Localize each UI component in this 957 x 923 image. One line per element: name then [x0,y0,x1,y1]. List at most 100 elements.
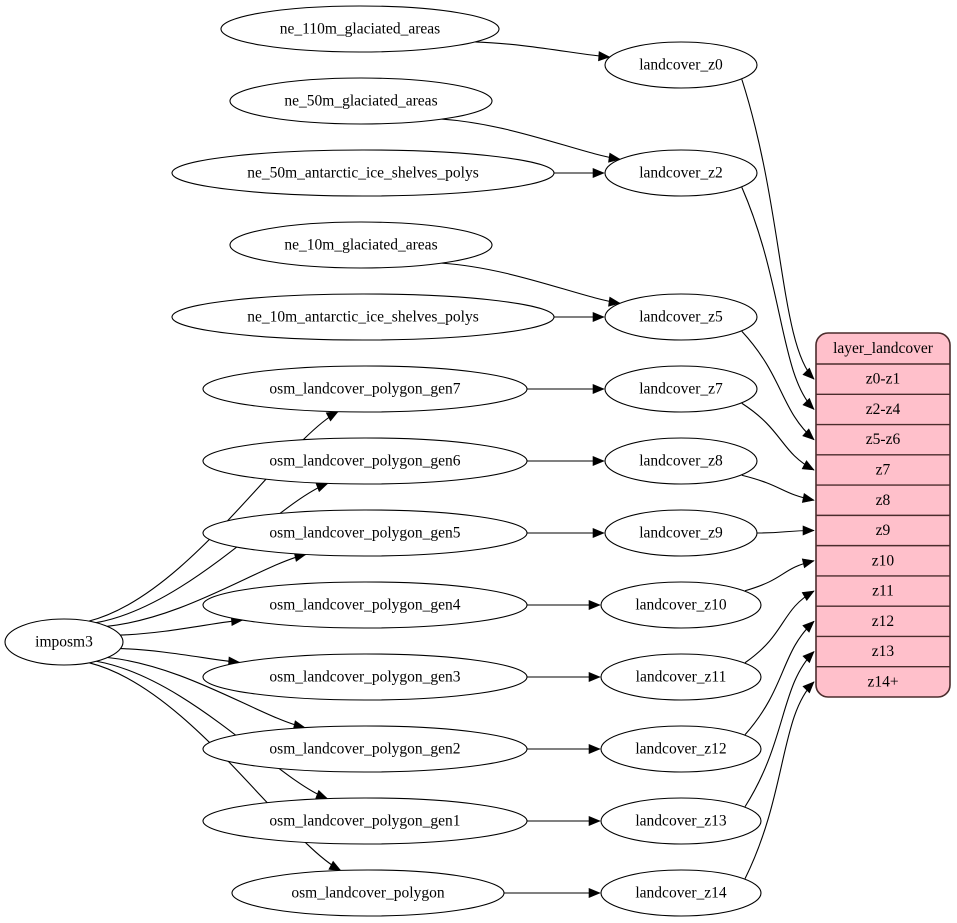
node-ne_10m_glaciated_areas[interactable]: ne_10m_glaciated_areas [229,221,493,269]
node-osm_landcover_polygon_gen2[interactable]: osm_landcover_polygon_gen2 [202,725,528,773]
node-ne_50m_antarctic_ice_shelves_polys[interactable]: ne_50m_antarctic_ice_shelves_polys [171,149,555,197]
node-shape-ellipse [604,437,758,485]
node-shape-ellipse [600,725,762,773]
node-shape-ellipse [202,653,528,701]
edge-landcover_z9-to-z9-arrowhead [802,525,815,536]
node-label-ne_50m_glaciated_areas: ne_50m_glaciated_areas [284,93,437,110]
edge-osm_landcover_polygon_gen7-to-landcover_z7-arrowhead [592,383,605,395]
node-shape-ellipse [220,5,500,53]
edge-imposm3-to-osm_landcover_polygon_gen2 [107,656,306,729]
node-landcover_z9[interactable]: landcover_z9 [604,509,758,557]
node-shape-ellipse [202,725,528,773]
edge-landcover_z7-to-z7-arrowhead [801,460,815,471]
node-label-osm_landcover_polygon_gen1: osm_landcover_polygon_gen1 [269,813,460,830]
edge-landcover_z5-to-z5-z6 [741,330,815,441]
node-shape-ellipse [600,653,762,701]
table-row-cell-z0-z1[interactable] [816,364,950,395]
edge-ne_10m_antarctic_ice_shelves_polys-to-landcover_z5-arrowhead [592,311,605,323]
table-row-cell-z11[interactable] [816,575,950,607]
node-label-ne_50m_antarctic_ice_shelves_polys: ne_50m_antarctic_ice_shelves_polys [247,165,479,182]
edge-landcover_z8-to-z8 [741,474,815,501]
table-row-cell-z2-z4[interactable] [816,394,950,425]
edge-ne_10m_glaciated_areas-to-landcover_z5 [441,262,621,304]
edge-landcover_z13-to-z13 [744,651,815,808]
node-label-landcover_z14: landcover_z14 [635,885,726,902]
table-row-cell-z8[interactable] [816,485,950,516]
node-shape-ellipse [202,581,528,629]
node-osm_landcover_polygon_gen5[interactable]: osm_landcover_polygon_gen5 [202,509,528,557]
edge-imposm3-to-osm_landcover_polygon_gen1 [96,660,328,800]
edge-osm_landcover_polygon_gen5-to-landcover_z9-arrowhead [592,527,605,539]
node-shape-ellipse [4,618,124,666]
node-landcover_z7[interactable]: landcover_z7 [604,365,758,413]
node-label-imposm3: imposm3 [35,634,93,651]
node-landcover_z11[interactable]: landcover_z11 [600,653,762,701]
table-row-label-z13: z13 [872,643,895,660]
edge-imposm3-to-osm_landcover_polygon_gen7-arrowhead [325,411,339,422]
edge-ne_110m_glaciated_areas-to-landcover_z0-arrowhead [598,51,611,62]
node-osm_landcover_polygon[interactable]: osm_landcover_polygon [231,869,505,917]
node-label-osm_landcover_polygon_gen7: osm_landcover_polygon_gen7 [269,381,460,398]
node-label-osm_landcover_polygon_gen6: osm_landcover_polygon_gen6 [269,453,460,470]
table-header-cell [816,333,950,364]
table-row-cell-z12[interactable] [816,606,950,637]
node-label-landcover_z0: landcover_z0 [639,57,723,74]
node-imposm3[interactable]: imposm3 [4,618,124,666]
table-row-cell-z9[interactable] [816,515,950,546]
node-label-landcover_z2: landcover_z2 [639,165,723,182]
node-shape-ellipse [600,797,762,845]
node-landcover_z14[interactable]: landcover_z14 [600,869,762,917]
edge-osm_landcover_polygon-to-landcover_z14-arrowhead [588,887,601,899]
node-landcover_z5[interactable]: landcover_z5 [604,293,758,341]
table-row-label-z11: z11 [872,583,894,600]
node-shape-ellipse [171,293,555,341]
node-shape-ellipse [231,869,505,917]
node-shape-ellipse [604,509,758,557]
table-body [816,333,950,697]
node-label-landcover_z13: landcover_z13 [635,813,726,830]
edge-imposm3-to-osm_landcover_polygon_gen7 [88,411,339,622]
node-landcover_z13[interactable]: landcover_z13 [600,797,762,845]
node-label-osm_landcover_polygon_gen3: osm_landcover_polygon_gen3 [269,669,460,686]
table-row-label-z7: z7 [876,462,891,479]
node-osm_landcover_polygon_gen1[interactable]: osm_landcover_polygon_gen1 [202,797,528,845]
node-ne_50m_glaciated_areas[interactable]: ne_50m_glaciated_areas [229,77,493,125]
node-shape-ellipse [202,509,528,557]
node-ne_10m_antarctic_ice_shelves_polys[interactable]: ne_10m_antarctic_ice_shelves_polys [171,293,555,341]
node-shape-ellipse [202,797,528,845]
table-row-cell-z10[interactable] [816,545,950,576]
edge-osm_landcover_polygon_gen2-to-landcover_z12-arrowhead [588,743,601,755]
node-shape-ellipse [202,437,528,485]
node-landcover_z8[interactable]: landcover_z8 [604,437,758,485]
table-row-cell-z7[interactable] [816,454,950,486]
node-osm_landcover_polygon_gen4[interactable]: osm_landcover_polygon_gen4 [202,581,528,629]
edge-landcover_z0-to-z0-z1 [741,79,815,380]
edge-landcover_z2-to-z2-z4 [741,187,815,410]
table-row-cell-z5-z6[interactable] [816,424,950,455]
node-osm_landcover_polygon_gen3[interactable]: osm_landcover_polygon_gen3 [202,653,528,701]
table-row-cell-z13[interactable] [816,636,950,667]
node-shape-ellipse [604,365,758,413]
edge-imposm3-to-osm_landcover_polygon_gen1-arrowhead [315,789,329,800]
edge-imposm3-to-osm_landcover_polygon_gen4 [120,619,243,636]
table-row-label-z8: z8 [876,492,891,509]
node-label-osm_landcover_polygon: osm_landcover_polygon [291,885,445,902]
node-landcover_z12[interactable]: landcover_z12 [600,725,762,773]
edge-imposm3-to-osm_landcover_polygon_gen6 [95,482,328,624]
node-osm_landcover_polygon_gen7[interactable]: osm_landcover_polygon_gen7 [202,365,528,413]
node-osm_landcover_polygon_gen6[interactable]: osm_landcover_polygon_gen6 [202,437,528,485]
node-landcover_z2[interactable]: landcover_z2 [604,149,758,197]
edge-osm_landcover_polygon_gen1-to-landcover_z13-arrowhead [588,815,601,827]
edge-osm_landcover_polygon_gen4-to-landcover_z10-arrowhead [588,599,601,611]
node-shape-ellipse [229,77,493,125]
edge-landcover_z8-to-z8-arrowhead [801,493,815,503]
table-row-cell-z14-[interactable] [816,666,950,697]
node-shape-ellipse [600,869,762,917]
node-shape-ellipse [604,293,758,341]
edge-landcover_z0-to-z0-z1-arrowhead [802,367,815,380]
node-landcover_z0[interactable]: landcover_z0 [604,41,758,89]
node-ne_110m_glaciated_areas[interactable]: ne_110m_glaciated_areas [220,5,500,53]
node-label-landcover_z9: landcover_z9 [639,525,723,542]
node-landcover_z10[interactable]: landcover_z10 [600,581,762,629]
